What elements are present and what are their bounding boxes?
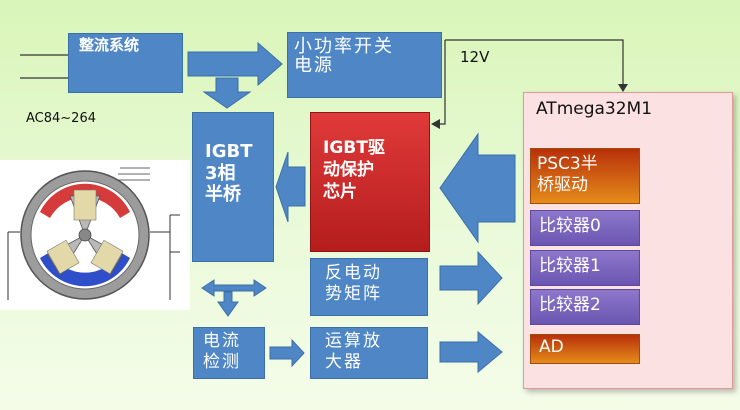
igbt-bridge-block: IGBT 3相 半桥 bbox=[192, 112, 274, 262]
switching-supply-block: 小功率开关 电源 bbox=[287, 32, 442, 98]
supply-to-mcu-arrowhead bbox=[618, 84, 628, 92]
arrow-backemf-to-comparators bbox=[439, 250, 503, 306]
switching-supply-label: 小功率开关 电源 bbox=[294, 36, 394, 76]
op-amp-block: 运算放 大器 bbox=[310, 327, 428, 379]
comparator-2-block: 比较器2 bbox=[530, 289, 640, 325]
driver-chip-block: IGBT驱 动保护 芯片 bbox=[310, 112, 430, 252]
rectifier-block: 整流系统 bbox=[68, 33, 183, 93]
arrow-driver-to-bridge bbox=[275, 151, 306, 223]
arrow-mcu-to-driver bbox=[439, 132, 516, 244]
comparator-1-block: 比较器1 bbox=[530, 250, 640, 286]
voltage-label: 12V bbox=[460, 48, 490, 66]
back-emf-block: 反电动 势矩阵 bbox=[310, 258, 428, 316]
psc-block: PSC3半 桥驱动 bbox=[530, 148, 640, 204]
arrow-bridge-to-current bbox=[217, 291, 239, 317]
arrow-opamp-to-adc bbox=[439, 330, 503, 374]
igbt-bridge-label: IGBT 3相 半桥 bbox=[205, 141, 253, 206]
current-detect-label: 电流 检测 bbox=[203, 331, 241, 373]
supply-to-mcu-line bbox=[445, 39, 624, 86]
arrow-rectifier-to-supply bbox=[187, 41, 283, 87]
supply-to-driver-arrowhead bbox=[431, 119, 440, 129]
arrow-bridge-bidirectional bbox=[201, 279, 267, 297]
comparator-2-label: 比较器2 bbox=[539, 295, 601, 315]
rectifier-label: 整流系统 bbox=[79, 36, 140, 54]
adc-block: AD bbox=[530, 334, 640, 364]
arrow-current-to-opamp bbox=[269, 338, 305, 368]
adc-label: AD bbox=[539, 337, 564, 357]
bldc-motor-icon bbox=[7, 167, 180, 300]
comparator-0-block: 比较器0 bbox=[530, 210, 640, 246]
mcu-name: ATmega32M1 bbox=[536, 99, 653, 119]
ac-input-label: AC84~264 bbox=[26, 111, 96, 126]
driver-chip-label: IGBT驱 动保护 芯片 bbox=[323, 138, 385, 203]
comparator-1-label: 比较器1 bbox=[539, 256, 601, 276]
comparator-0-label: 比较器0 bbox=[539, 216, 601, 236]
current-detect-block: 电流 检测 bbox=[193, 327, 265, 379]
psc-label: PSC3半 桥驱动 bbox=[537, 154, 598, 196]
back-emf-label: 反电动 势矩阵 bbox=[325, 263, 382, 305]
arrow-rectifier-to-bridge bbox=[202, 77, 252, 109]
op-amp-label: 运算放 大器 bbox=[325, 331, 382, 373]
